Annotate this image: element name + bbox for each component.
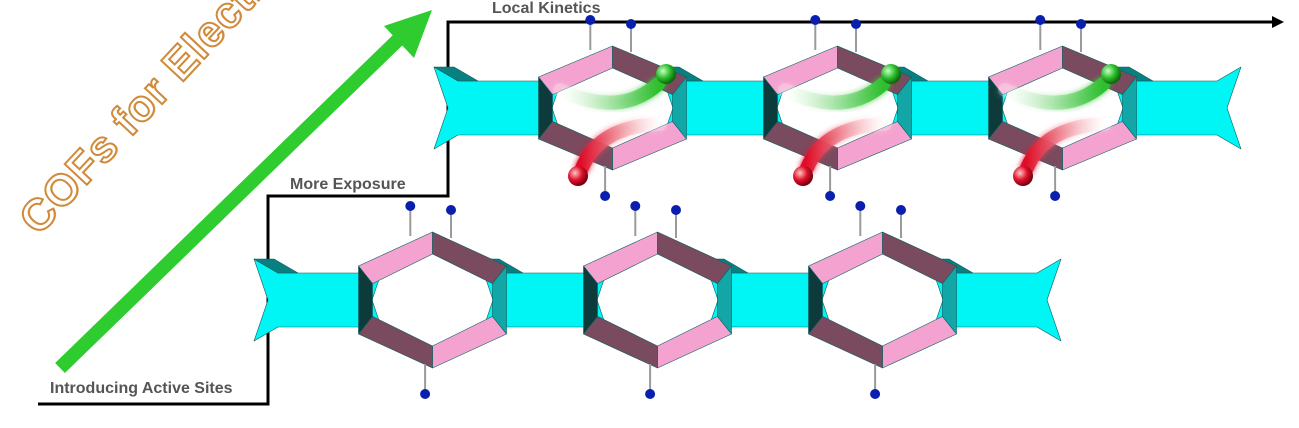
active-site [446,205,456,215]
green-species-trail [998,77,1110,110]
step-label-more-exposure: More Exposure [290,176,406,193]
active-site [851,19,861,29]
active-site [870,389,881,399]
red-species-trail [575,117,667,175]
pore-wall-right [1122,76,1137,140]
active-site [855,201,866,211]
pore-linker-pink [657,316,732,369]
pore-linker-pink [538,45,613,95]
pore-wall-left [358,265,373,335]
red-species-trail [800,117,892,175]
green-species-trail [553,77,665,110]
active-site [810,15,821,25]
pore-linker-pink [432,316,507,369]
pore-linker-dark [583,316,658,369]
pore-linker-dark [882,231,957,284]
pore-linker-pink [583,231,658,284]
active-site [405,201,416,211]
step-label-local-kinetics: Local Kinetics [492,0,601,17]
active-site [671,205,681,215]
pore-linker-dark [808,316,883,369]
pore-wall-right [897,76,912,140]
active-site [1076,19,1086,29]
reaction-species [553,64,1121,186]
green-species [881,64,901,84]
green-species-trail [778,77,890,110]
pore-linker-dark [657,231,732,284]
pore-wall-right [672,76,687,140]
pore-linker-pink [763,45,838,95]
green-species [1101,64,1121,84]
active-site [896,205,906,215]
step-label-introducing-active-sites: Introducing Active Sites [50,380,233,397]
active-site [1035,15,1046,25]
pore-wall-left [583,265,598,335]
pore-wall-left [808,265,823,335]
cof-layer-bottom [253,201,1062,399]
red-species [568,166,588,186]
pore-linker-dark [432,231,507,284]
pore-linker-pink [358,231,433,284]
step-line-arrowhead [1272,16,1284,28]
pore-wall-right [717,265,732,335]
pore-wall-left [763,76,778,140]
red-species [793,166,813,186]
green-species [656,64,676,84]
red-species-trail [1020,117,1112,175]
pore-linker-dark [358,316,433,369]
pore-wall-right [942,265,957,335]
pore-wall-left [538,76,553,140]
active-site [645,389,656,399]
active-site [630,201,641,211]
active-site [825,191,836,201]
active-site [420,389,431,399]
red-species [1013,166,1033,186]
active-site [585,15,596,25]
framework-connector-shade [253,258,299,274]
progress-arrow [55,10,432,374]
framework-connector-shade [433,66,479,82]
active-site [600,191,611,201]
pore-wall-right [492,265,507,335]
pore-linker-pink [882,316,957,369]
active-site [1050,191,1061,201]
pore-linker-pink [808,231,883,284]
active-site [626,19,636,29]
